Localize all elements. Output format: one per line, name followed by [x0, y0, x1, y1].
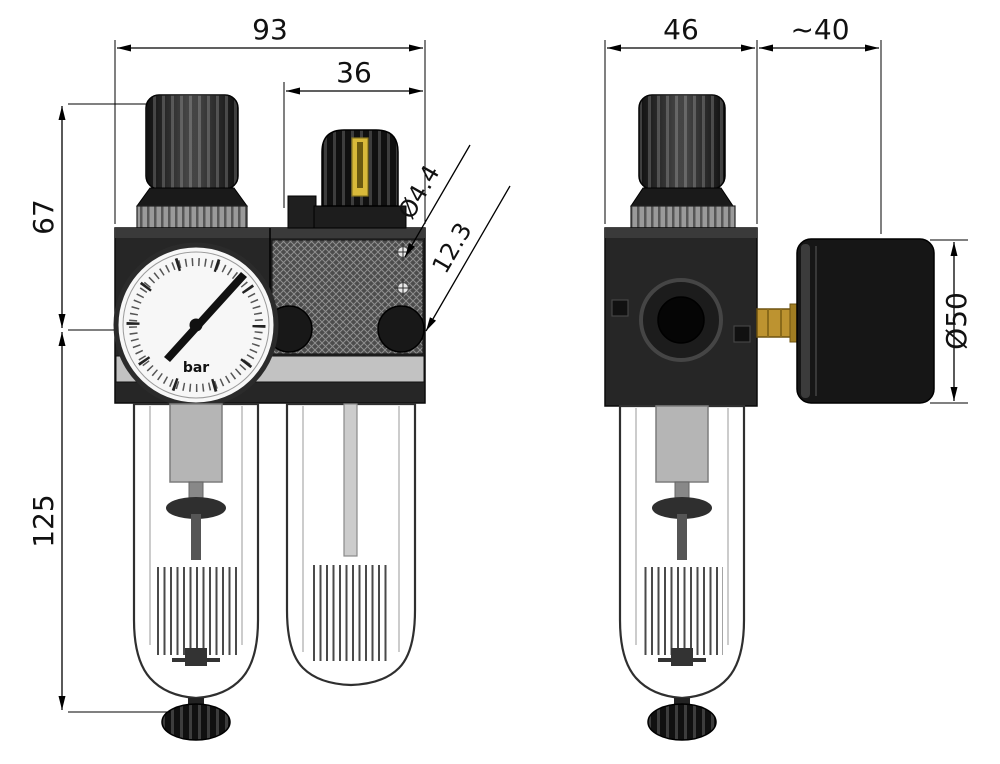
dimension-gauge-diameter: Ø50	[930, 239, 973, 404]
mounting-hole-lower	[394, 279, 412, 297]
dimension-hole-offset: 12.3	[425, 185, 511, 332]
gauge-needle	[164, 272, 247, 362]
dim-body-width-side-label: 46	[663, 13, 699, 46]
dimension-36: 36	[283, 56, 423, 208]
pressure-gauge: bar	[113, 242, 279, 408]
lubricator-bowl	[285, 402, 417, 687]
lubricator-port-right	[377, 305, 425, 353]
baffle-disc	[166, 497, 226, 519]
gauge-major-ticks	[126, 255, 266, 395]
dim-height-lower-label: 125	[27, 494, 60, 547]
gauge-hub	[189, 318, 203, 332]
siphon-tube	[343, 403, 358, 557]
regulator-body-side	[604, 227, 758, 407]
regulator-knob-side	[630, 94, 736, 229]
dim-gauge-diameter-label: Ø50	[940, 292, 973, 350]
side-view	[604, 94, 935, 741]
dim-gauge-depth-label: ~40	[790, 13, 849, 46]
dimension-125: 125	[27, 332, 170, 713]
dim-height-upper-label: 67	[27, 199, 60, 235]
port-hole	[657, 296, 705, 344]
baffle-disc	[652, 497, 712, 519]
filter-cartridge	[655, 405, 709, 483]
front-view: bar	[113, 94, 426, 741]
dimension-40: ~40	[759, 13, 882, 234]
dim-width-total-label: 93	[252, 13, 288, 46]
dimension-93: 93	[114, 13, 426, 224]
dimension-46: 46	[604, 13, 758, 224]
gauge-unit-label: bar	[183, 360, 209, 376]
dim-lubricator-width-label: 36	[336, 56, 372, 89]
filter-cartridge	[169, 403, 223, 483]
dimension-67: 67	[27, 103, 146, 331]
drain-knob	[161, 703, 231, 741]
regulator-knob	[136, 94, 248, 229]
dim-hole-offset-label: 12.3	[427, 218, 478, 278]
filter-bowl-side	[618, 404, 746, 741]
lubricator-fill-cap	[287, 129, 407, 229]
dim-hole-diameter-label: Ø4.4	[393, 160, 446, 223]
gauge-housing-side	[796, 238, 935, 404]
bowl-guard-ribs	[311, 565, 391, 661]
bowl-guard-ribs	[157, 567, 237, 655]
drain-knob	[647, 703, 717, 741]
bowl-guard-ribs	[643, 567, 723, 655]
gauge-side-view	[756, 238, 935, 404]
filter-bowl	[132, 402, 260, 741]
